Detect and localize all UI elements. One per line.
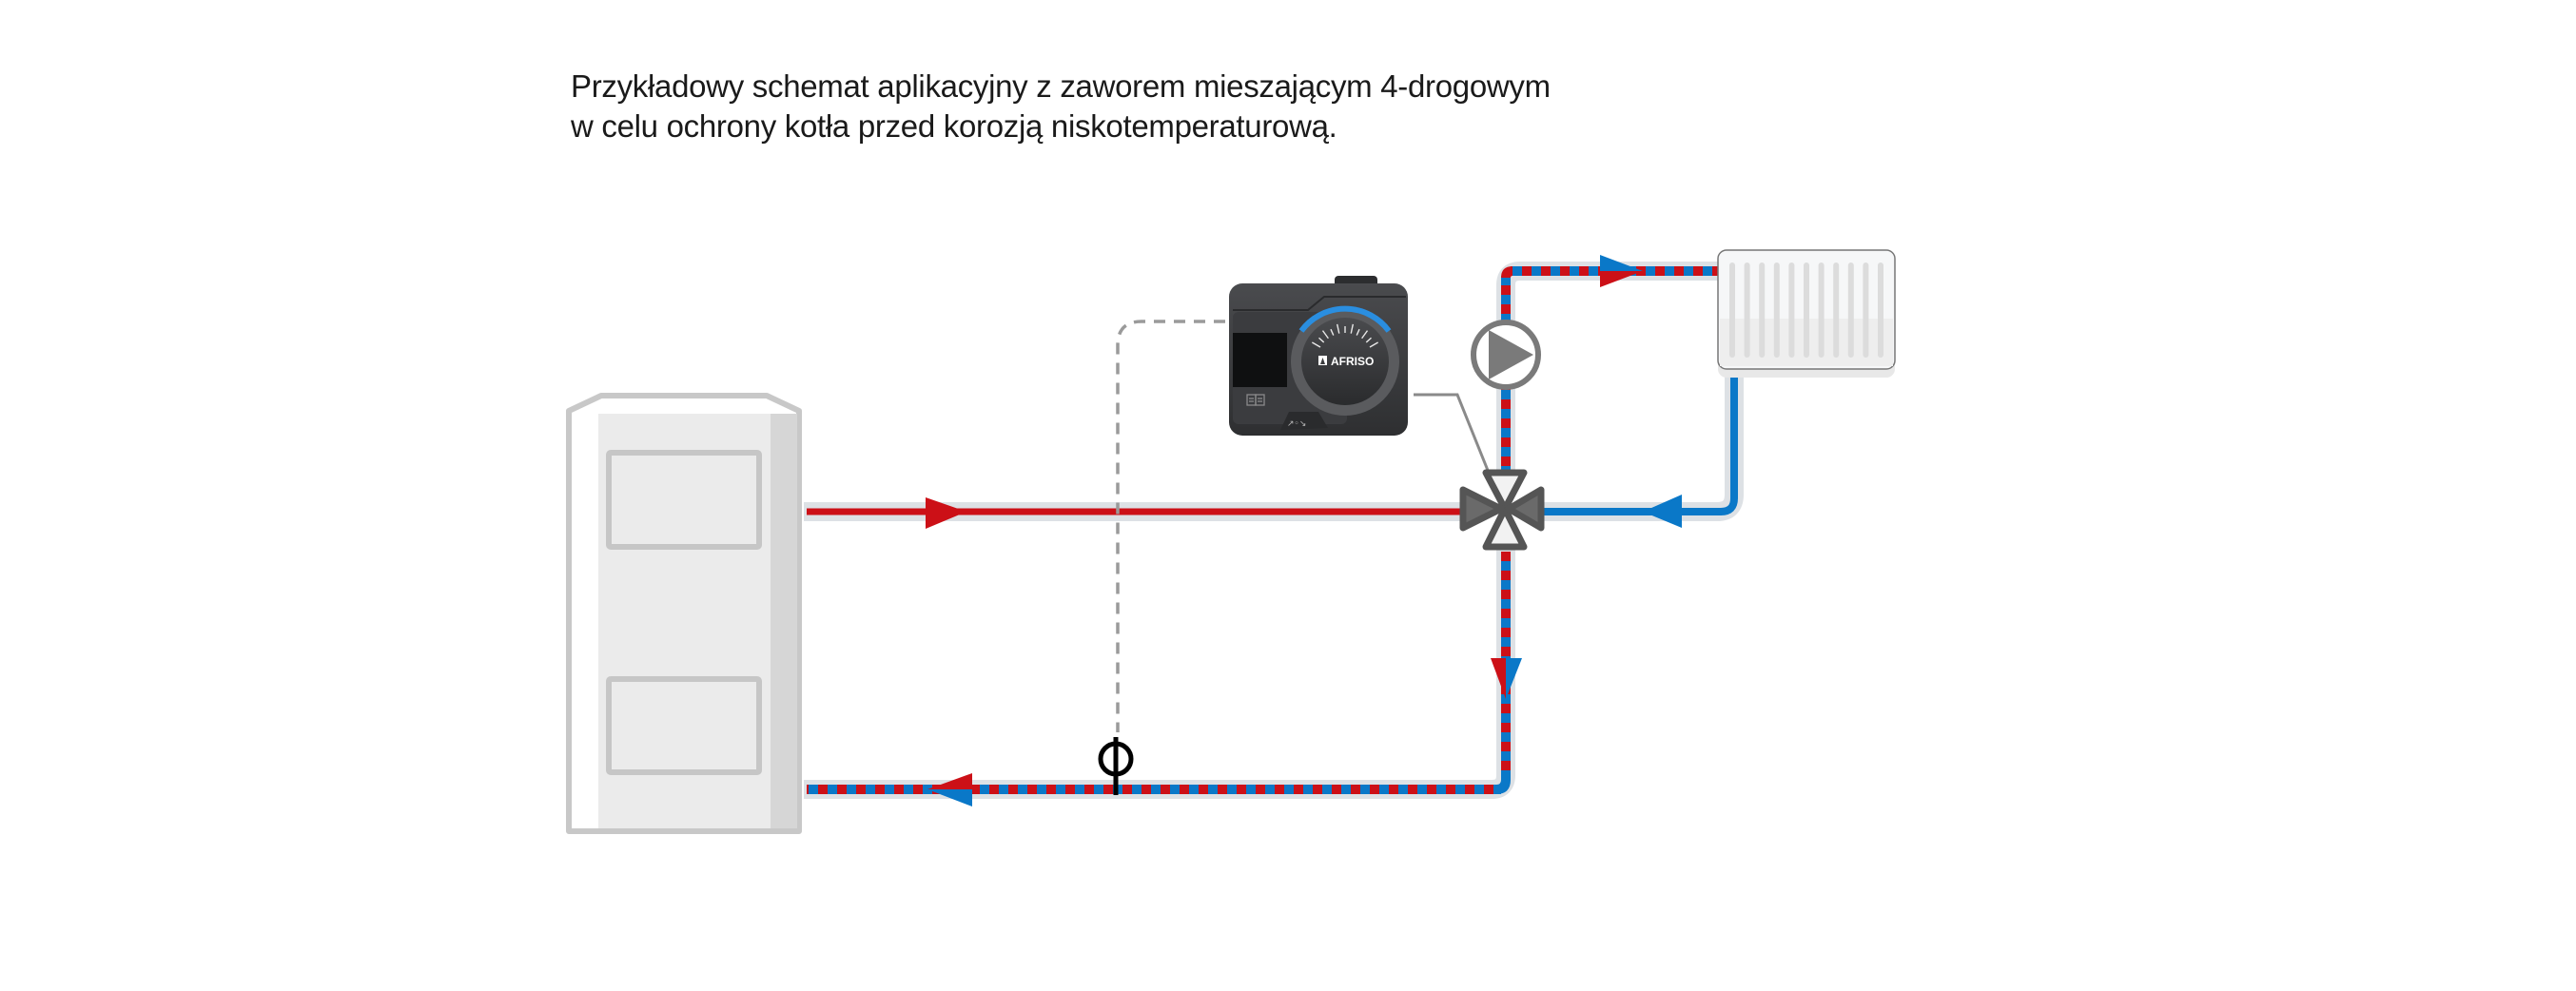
radiator-return-arrow: [1643, 495, 1682, 528]
radiator-fin: [1878, 262, 1883, 358]
caption-line-1: Przykładowy schemat aplikacyjny z zawore…: [571, 68, 1551, 104]
radiator-fin: [1847, 262, 1854, 358]
dial-tick: [1330, 328, 1335, 336]
radiator-fin: [1759, 262, 1766, 358]
radiator-fin: [1833, 262, 1840, 358]
boiler-upper-door: [606, 450, 762, 550]
dial-tick: [1318, 337, 1325, 343]
boiler-return-pipe: [807, 785, 1501, 794]
radiator: [1717, 249, 1896, 378]
dial-tick: [1350, 323, 1355, 334]
diagram-caption: Przykładowy schemat aplikacyjny z zawore…: [571, 67, 1551, 146]
actuator-valve-link: [1414, 393, 1491, 474]
flow-symbol: ↗◦↘: [1287, 419, 1306, 429]
dial-tick: [1312, 341, 1321, 348]
radiator-return-pipe: [1527, 369, 1738, 515]
dial-tick: [1356, 328, 1360, 336]
dial-tick: [1321, 330, 1329, 340]
pump-icon: [1471, 320, 1541, 390]
boiler: [566, 393, 802, 834]
sensor-cable: [1116, 320, 1225, 732]
mixed-supply-arrow: [1600, 255, 1643, 287]
radiator-fin: [1863, 262, 1869, 358]
bypass-flow-arrow: [1491, 658, 1522, 699]
radiator-fin: [1729, 262, 1735, 358]
radiator-fin: [1804, 262, 1809, 358]
radiator-fin: [1744, 262, 1750, 358]
boiler-return-arrow: [927, 773, 972, 806]
brand-label: AFRISO: [1331, 355, 1374, 368]
four-way-valve-icon: [1459, 469, 1545, 551]
dial-tick: [1369, 341, 1378, 348]
dial-tick: [1361, 330, 1369, 340]
radiator-fin: [1773, 262, 1780, 358]
caption-line-2: w celu ochrony kotła przed korozją nisko…: [571, 108, 1337, 144]
radiator-fin: [1788, 262, 1795, 358]
boiler-lower-door: [606, 676, 762, 775]
actuator-display: [1233, 333, 1287, 387]
manual-icon: [1246, 394, 1265, 406]
afriso-logo: AFRISO: [1318, 355, 1374, 368]
dial-tick: [1365, 337, 1372, 343]
supply-flow-arrow: [926, 497, 966, 529]
radiator-fin: [1818, 262, 1825, 358]
temperature-sensor-icon: [1098, 737, 1134, 795]
dial-tick: [1336, 323, 1340, 334]
mixing-valve-actuator: ↗◦↘ AFRISO: [1229, 276, 1408, 436]
